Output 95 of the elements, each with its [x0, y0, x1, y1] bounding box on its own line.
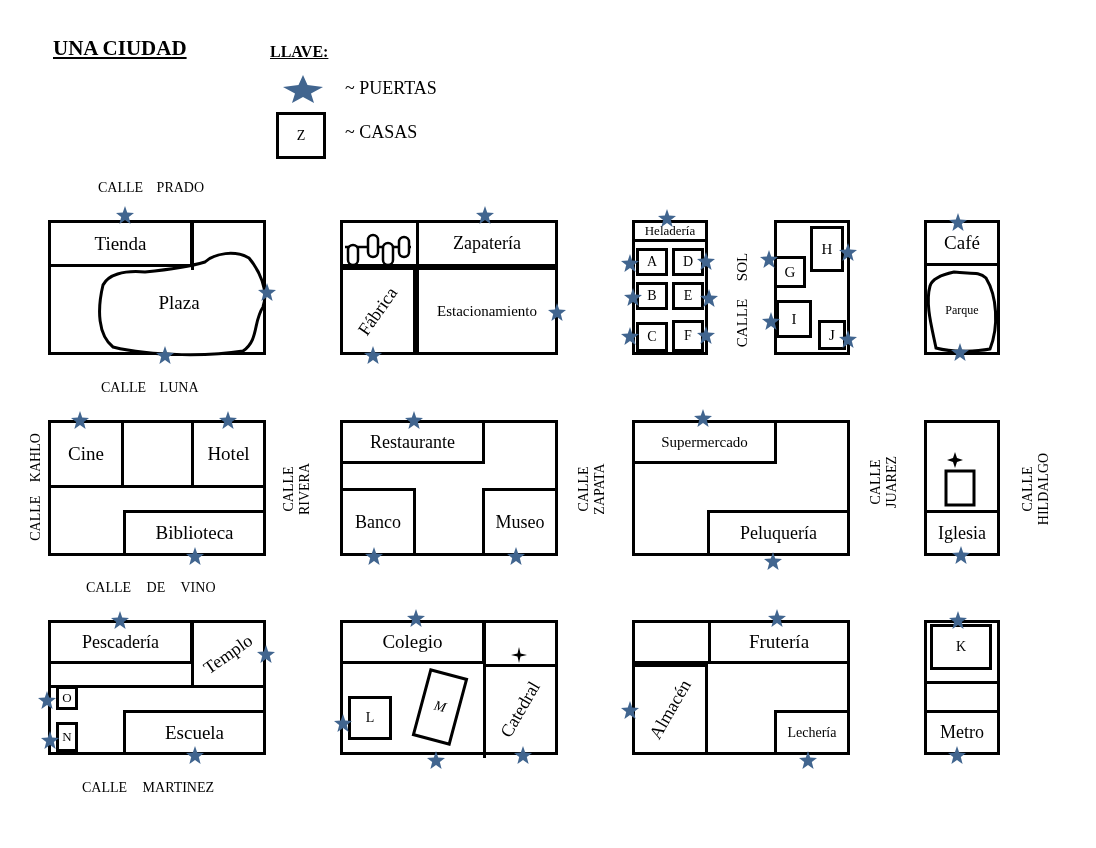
building-outline [340, 267, 416, 355]
house-letter: M [432, 697, 448, 717]
house-box [636, 322, 668, 352]
house-box [930, 624, 992, 670]
building-outline [632, 664, 708, 755]
house-letter: N [62, 729, 72, 745]
street-name: CALLE PRADO [98, 180, 205, 196]
house-box [636, 248, 668, 276]
house-letter: O [62, 690, 72, 706]
house-letter: C [647, 329, 657, 345]
place-name: Escuela [164, 721, 225, 744]
house-letter: L [365, 710, 375, 726]
house-box [56, 722, 78, 752]
building-outline [632, 420, 777, 464]
house-box [672, 248, 704, 276]
place-name: Colegio [382, 631, 443, 653]
street-name: CALLE ZAPATA [576, 462, 608, 517]
place-name: Lechería [787, 724, 837, 741]
place-name: Frutería [748, 631, 810, 653]
place-name: Banco [355, 511, 401, 533]
building-outline [48, 220, 193, 267]
place-name: Tienda [94, 232, 147, 255]
house-letter: K [955, 639, 967, 655]
building-outline [416, 220, 558, 267]
place-name: Parque [945, 303, 979, 318]
place-name: Cine [68, 443, 104, 465]
building-outline [416, 267, 558, 355]
building-outline [708, 620, 850, 664]
house-box [672, 282, 704, 310]
street-name: CALLE JUAREZ [868, 454, 900, 511]
city-block [924, 220, 1000, 355]
house-box [56, 686, 78, 710]
house-letter: D [682, 254, 694, 270]
city-block [340, 620, 558, 755]
place-name: Estacionamiento [437, 302, 537, 320]
legend-text: ~ CASAS [345, 122, 418, 143]
house-box [348, 696, 392, 740]
place-name: Biblioteca [155, 522, 234, 544]
place-name: Iglesia [938, 522, 986, 544]
house-letter: G [784, 263, 796, 281]
house-letter: A [646, 254, 658, 270]
street-name: CALLE SOL [733, 252, 751, 348]
house-letter: B [647, 288, 657, 304]
city-block [340, 220, 558, 355]
place-name: Pescadería [82, 631, 159, 653]
building-outline [340, 420, 485, 464]
city-block [340, 420, 558, 556]
place-name: Metro [940, 722, 984, 743]
place-name: Restaurante [370, 431, 455, 453]
place-name: Café [944, 232, 980, 254]
house-box [776, 300, 812, 338]
place-name: Heladería [644, 223, 696, 239]
house-letter: F [684, 328, 692, 344]
place-name: Hotel [207, 443, 250, 465]
place-name: Supermercado [661, 433, 748, 451]
legend-text: ~ PUERTAS [345, 78, 437, 99]
street-name: CALLE KAHLO [28, 433, 44, 541]
city-block [632, 420, 850, 556]
place-name: Museo [495, 511, 545, 533]
building-outline [482, 488, 558, 556]
house-box [774, 256, 806, 288]
key-heading: LLAVE: [270, 43, 329, 61]
building-outline [48, 620, 193, 664]
map-title: UNA CIUDAD [53, 36, 187, 61]
street-name: CALLE HILDALGO [1020, 451, 1052, 527]
place-name: Plaza [158, 291, 200, 314]
house-box [810, 226, 844, 272]
building-outline [123, 710, 266, 755]
house-box [636, 282, 668, 310]
building-outline [707, 510, 850, 556]
house-box [672, 320, 704, 352]
building-outline [123, 510, 266, 556]
city-block [924, 620, 1000, 755]
city-block [48, 220, 266, 355]
house-letter: E [683, 288, 693, 304]
street-name: CALLE DE VINO [86, 580, 216, 596]
street-name: CALLE LUNA [101, 380, 199, 396]
house-letter: J [829, 326, 835, 344]
city-block [48, 620, 266, 755]
sample-house: Z [276, 112, 326, 159]
house-box [818, 320, 846, 350]
building-outline [340, 620, 485, 664]
city-block [774, 220, 850, 355]
city-block [924, 420, 1000, 556]
building-outline [340, 488, 416, 556]
street-name: CALLE RIVERA [281, 461, 313, 518]
city-block [48, 420, 266, 556]
house-letter: H [821, 240, 833, 258]
city-block [632, 620, 850, 755]
street-name: CALLE MARTINEZ [82, 780, 215, 796]
house-letter: I [791, 310, 797, 328]
city-block [632, 220, 708, 355]
place-name: Peluquería [740, 522, 817, 544]
place-name: Zapatería [453, 233, 521, 254]
building-outline [774, 710, 850, 755]
